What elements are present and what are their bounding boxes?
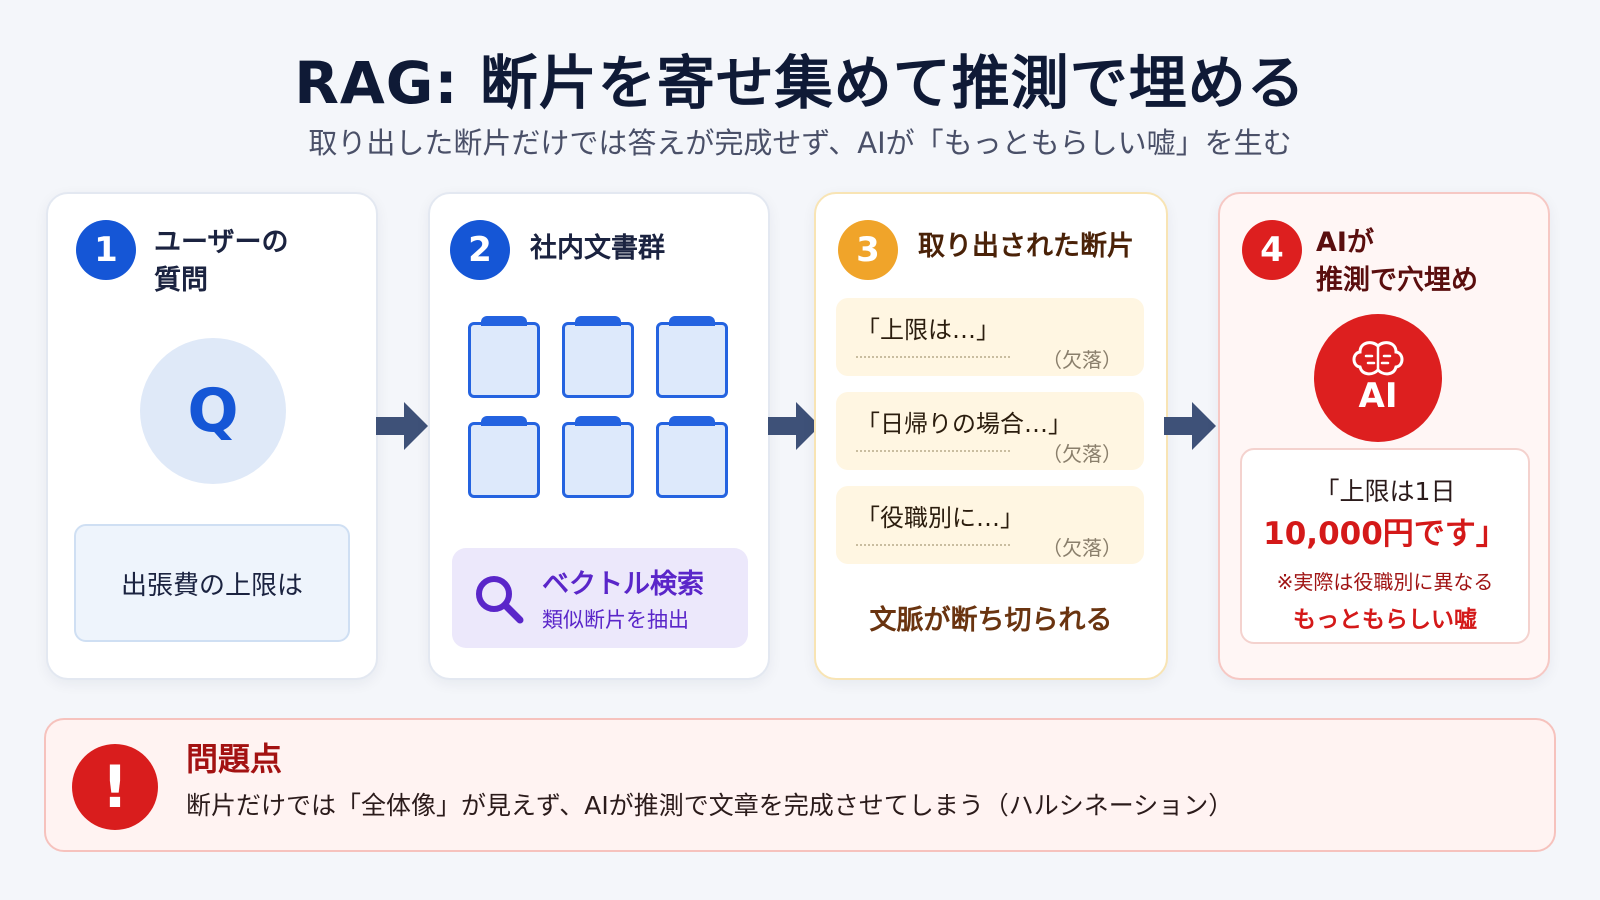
question-icon: Q	[140, 338, 286, 484]
step-title-line: 質問	[154, 265, 208, 296]
search-icon	[476, 576, 524, 624]
problem-title: 問題点	[186, 740, 283, 778]
ai-answer-box: 「上限は1日 10,000円です」 ※実際は役職別に異なる もっともらしい嘘	[1240, 448, 1530, 644]
step-title: 社内文書群	[530, 233, 665, 264]
vector-search-box: ベクトル検索 類似断片を抽出	[452, 548, 748, 648]
missing-line	[856, 450, 1010, 452]
fragment-text: 「役職別に…」	[856, 504, 1024, 532]
answer-note: ※実際は役職別に異なる	[1276, 570, 1494, 594]
step-title: AIが 推測で穴埋め	[1316, 224, 1478, 300]
missing-line	[856, 544, 1010, 546]
fragment-text: 「上限は…」	[856, 316, 1000, 344]
step-card-fragments: 3 取り出された断片 「上限は…」 （欠落） 「日帰りの場合…」 （欠落） 「役…	[814, 192, 1168, 680]
search-sublabel: 類似断片を抽出	[542, 608, 689, 632]
document-icon	[562, 416, 634, 498]
fragment-item: 「上限は…」 （欠落）	[836, 298, 1144, 376]
document-icon	[562, 316, 634, 398]
step-title: ユーザーの 質問	[154, 224, 288, 300]
answer-value: 10,000円です」	[1263, 516, 1507, 552]
step-card-ai-guess: 4 AIが 推測で穴埋め AI 「上限は1日 10,000円です」 ※実際は役職…	[1218, 192, 1550, 680]
context-cut-label: 文脈が断ち切られる	[869, 605, 1113, 636]
step-number-badge: 4	[1242, 220, 1302, 280]
step-number-badge: 1	[76, 220, 136, 280]
missing-label: （欠落）	[1042, 536, 1122, 560]
step-title-line: AIが	[1316, 227, 1374, 258]
problem-box: ! 問題点 断片だけでは「全体像」が見えず、AIが推測で文章を完成させてしまう（…	[44, 718, 1556, 852]
question-text: 出張費の上限は	[74, 524, 350, 642]
arrow-right-icon	[1164, 402, 1216, 450]
ai-brain-icon: AI	[1314, 314, 1442, 442]
step-title-line: ユーザーの	[154, 227, 289, 258]
step-number-badge: 3	[838, 220, 898, 280]
fragment-item: 「役職別に…」 （欠落）	[836, 486, 1144, 564]
arrow-right-icon	[376, 402, 428, 450]
fragment-item: 「日帰りの場合…」 （欠落）	[836, 392, 1144, 470]
plausible-lie-label: もっともらしい嘘	[1293, 607, 1477, 633]
missing-label: （欠落）	[1042, 348, 1122, 372]
page-subtitle: 取り出した断片だけでは答えが完成せず、AIが「もっともらしい嘘」を生む	[308, 126, 1292, 160]
document-icon	[468, 316, 540, 398]
brain-icon	[1352, 341, 1404, 376]
step-title-line: 推測で穴埋め	[1316, 265, 1478, 296]
fragment-text: 「日帰りの場合…」	[856, 410, 1072, 438]
step-number-badge: 2	[450, 220, 510, 280]
arrow-right-icon	[768, 402, 820, 450]
document-icon	[656, 416, 728, 498]
page-title: RAG: 断片を寄せ集めて推測で埋める	[294, 49, 1306, 117]
step-card-question: 1 ユーザーの 質問 Q 出張費の上限は	[46, 192, 378, 680]
document-icon	[656, 316, 728, 398]
missing-label: （欠落）	[1042, 442, 1122, 466]
answer-line: 「上限は1日	[1314, 477, 1456, 506]
search-label: ベクトル検索	[542, 569, 704, 600]
step-title: 取り出された断片	[918, 231, 1134, 262]
document-icon	[468, 416, 540, 498]
missing-line	[856, 356, 1010, 358]
problem-text: 断片だけでは「全体像」が見えず、AIが推測で文章を完成させてしまう（ハルシネーシ…	[186, 791, 1234, 820]
step-card-documents: 2 社内文書群 ベクトル検索 類似断片を抽出	[428, 192, 770, 680]
ai-label: AI	[1358, 376, 1398, 416]
warning-icon: !	[72, 744, 158, 830]
